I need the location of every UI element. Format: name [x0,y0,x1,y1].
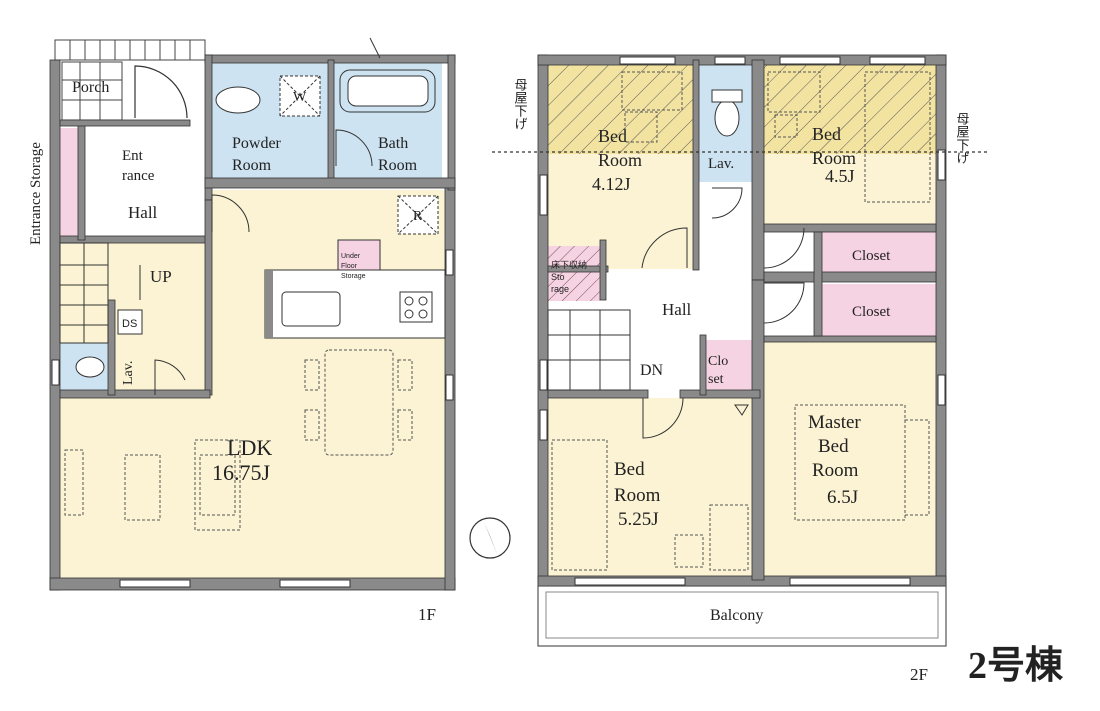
closet-top-label: Closet [852,248,891,264]
bedroom-b-hatch [764,64,936,154]
compass-icon [469,517,511,559]
small-closet-floor [704,340,752,396]
master-floor [764,340,936,576]
windows-1f [51,249,454,588]
bedroom-b-size-label: 4.5J [825,166,855,186]
hall-1f-label: Hall [128,203,158,222]
balcony-area [537,585,947,647]
balcony-label: Balcony [710,607,763,624]
ds-box [117,309,143,335]
windows-2f [539,56,946,586]
kitchen-sink-icon [281,291,341,327]
entrance-storage-floor [60,128,78,236]
hall-2f-label: Hall [662,300,692,319]
stove-icon [399,291,433,323]
lav-1f-label: Lav. [121,361,136,385]
closet-top-floor [822,232,936,272]
master-size-label: 6.5J [827,487,858,508]
doors-2f [641,187,805,439]
porch-tiles [54,39,206,121]
roof-note-right: 母屋下げ [955,112,970,164]
floor-1-label: 1F [418,605,436,624]
floor-2-label: 2F [910,665,928,684]
roof-note-left: 母屋下げ [513,78,528,130]
porch-door [134,65,188,119]
bedroom-a-size-label: 4.12J [592,174,631,194]
bedroom-c-floor [548,398,753,576]
stairs-1f [59,242,141,344]
ds-label: DS [122,318,137,330]
bedroom-c-size-label: 5.25J [618,509,659,530]
stairs-up-label: UP [150,267,172,286]
toilet-icon [75,356,105,378]
floor-1 [49,37,511,591]
floor-2 [492,54,990,647]
entrance-storage-label: Entrance Storage [28,142,44,245]
ldk-label: LDK [227,435,272,460]
sink-icon [215,86,261,114]
lav-2f-label: Lav. [708,156,734,172]
toilet-2f-icon [714,99,740,137]
furniture-2f [551,71,931,571]
bedroom-a-hatch [548,64,693,154]
ldk-size-label: 16.75J [212,460,271,485]
hall1-floor [85,128,207,236]
washer-label: W [293,90,307,105]
porch-label: Porch [72,79,109,96]
dining-table [304,349,413,456]
stairs-dn-label: DN [640,362,664,379]
closet-bottom-floor [822,284,936,336]
living-furniture [64,439,241,531]
building-label: 2号棟 [968,645,1064,687]
fridge-label: R [413,209,423,224]
stairs-2f [547,309,631,391]
closet-bottom-label: Closet [852,304,891,320]
